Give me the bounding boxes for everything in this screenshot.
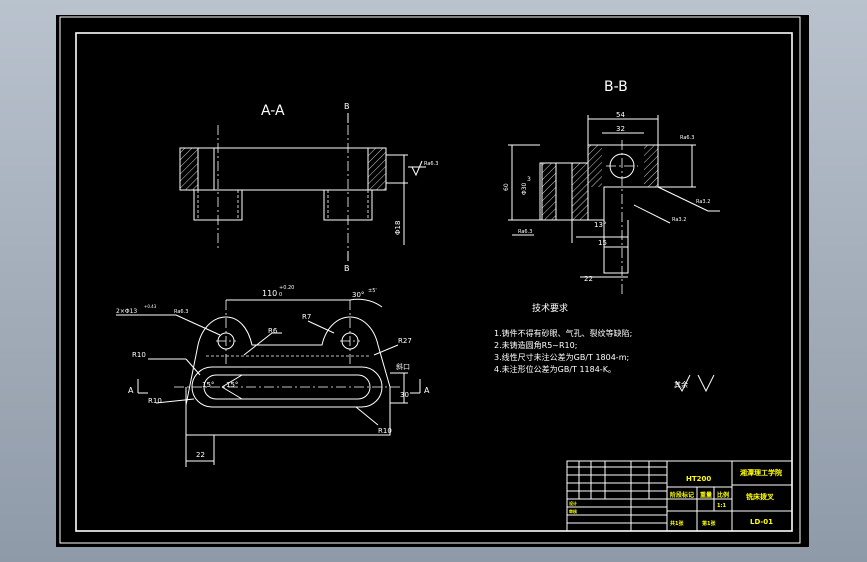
tb-stage-mark: 阶段标记 <box>670 491 694 499</box>
rough-other-label: 其余 <box>674 380 688 389</box>
roughness-plan: Ra6.3 <box>174 309 188 315</box>
tech-line-4: 4.未注形位公差为GB/T 1184-K。 <box>494 364 616 374</box>
tech-line-1: 1.铸件不得有砂眼、气孔、裂纹等缺陷; <box>494 328 632 338</box>
dim-13deg: 13° <box>594 221 606 229</box>
tech-line-2: 2.未铸造圆角R5~R10; <box>494 340 577 350</box>
dim-15: 15 <box>598 239 607 247</box>
outer-frame <box>59 16 801 544</box>
roughness-bb-3: Ra6.3 <box>518 229 532 235</box>
drawing-canvas: A-A B B Φ18 Ra6.3 B-B <box>59 16 801 544</box>
dim-r10-c: R10 <box>378 427 392 435</box>
roughness-bb-4: Ra6.3 <box>680 135 694 141</box>
dim-30deg-tol: ±5' <box>368 288 377 294</box>
section-aa-label: A-A <box>261 103 285 119</box>
dim-30deg: 30° <box>352 291 364 299</box>
tech-title: 技术要求 <box>532 302 568 314</box>
tb-check: 审核 <box>569 508 577 514</box>
tb-sheet-no: 第1张 <box>702 520 716 527</box>
dim-r10-b: R10 <box>148 397 162 405</box>
dim-110-tol-up: +0.20 <box>279 285 294 291</box>
aa-body <box>179 147 387 191</box>
dim-2xphi13: 2×Φ13 <box>116 308 137 315</box>
plan-outline <box>185 316 391 457</box>
roughness-symbol-icon <box>675 374 715 393</box>
dim-2xphi13-tol: +0.43 <box>144 304 157 309</box>
dim-15deg-b: 15° <box>226 381 238 389</box>
tb-scale-val: 1:1 <box>717 503 726 509</box>
plan-view: 110 +0.20 0 30° ±5' 2×Φ13 +0.43 Ra6.3 R6… <box>116 285 430 467</box>
tech-requirements: 技术要求 1.铸件不得有砂眼、气孔、裂纹等缺陷; 2.未铸造圆角R5~R10; … <box>494 302 715 393</box>
section-a-mark-right: A <box>424 386 430 395</box>
tb-school: 湘潭理工学院 <box>740 468 782 477</box>
dim-r10-a: R10 <box>132 351 146 359</box>
plan-slot-inner <box>203 374 371 400</box>
dim-r7: R7 <box>302 313 311 321</box>
dim-32: 32 <box>616 125 625 133</box>
title-block: HT200 湘潭理工学院 铣床拨叉 LD-01 阶段标记 重量 比例 1:1 共… <box>566 460 793 532</box>
tb-weight: 重量 <box>700 491 712 499</box>
roughness-bb-1: Ra3.2 <box>696 199 710 205</box>
section-aa-view: A-A B B Φ18 Ra6.3 <box>179 102 438 273</box>
section-b-mark-top: B <box>344 102 350 111</box>
tb-part-name: 铣床拨叉 <box>745 492 775 501</box>
cad-viewport[interactable]: A-A B B Φ18 Ra6.3 B-B <box>56 15 809 547</box>
tb-sheet-total: 共1张 <box>670 520 684 527</box>
dim-110: 110 <box>262 289 277 298</box>
dim-3: 3 <box>527 176 531 183</box>
dim-22-bb: 22 <box>584 275 593 283</box>
section-b-mark-bottom: B <box>344 264 350 273</box>
label-xiekou: 斜口 <box>396 362 410 371</box>
dim-54: 54 <box>616 111 625 119</box>
dim-phi18: Φ18 <box>394 221 402 235</box>
section-a-mark-left: A <box>128 386 134 395</box>
tb-scale: 比例 <box>717 491 729 499</box>
dim-110-tol-lo: 0 <box>279 292 282 298</box>
dim-phi30: Φ30 <box>521 182 528 195</box>
dim-r27: R27 <box>398 337 412 345</box>
inner-frame <box>75 32 793 532</box>
dim-22: 22 <box>196 451 205 459</box>
tech-line-3: 3.线性尺寸未注公差为GB/T 1804-m; <box>494 352 629 362</box>
dim-15deg-a: 15° <box>202 381 214 389</box>
dim-30: 30 <box>400 391 409 399</box>
section-bb-label: B-B <box>604 79 628 95</box>
tb-material: HT200 <box>686 475 711 483</box>
roughness-bb-2: Ra3.2 <box>672 217 686 223</box>
plan-slot-outer <box>191 366 383 408</box>
tb-design: 设计 <box>569 500 577 506</box>
dim-r6: R6 <box>268 327 278 335</box>
tb-drawing-no: LD-01 <box>750 518 773 526</box>
section-bb-view: B-B 54 32 60 Φ30 3 15 22 13° <box>503 79 720 295</box>
dim-60: 60 <box>503 183 510 191</box>
roughness-aa: Ra6.3 <box>424 161 438 167</box>
